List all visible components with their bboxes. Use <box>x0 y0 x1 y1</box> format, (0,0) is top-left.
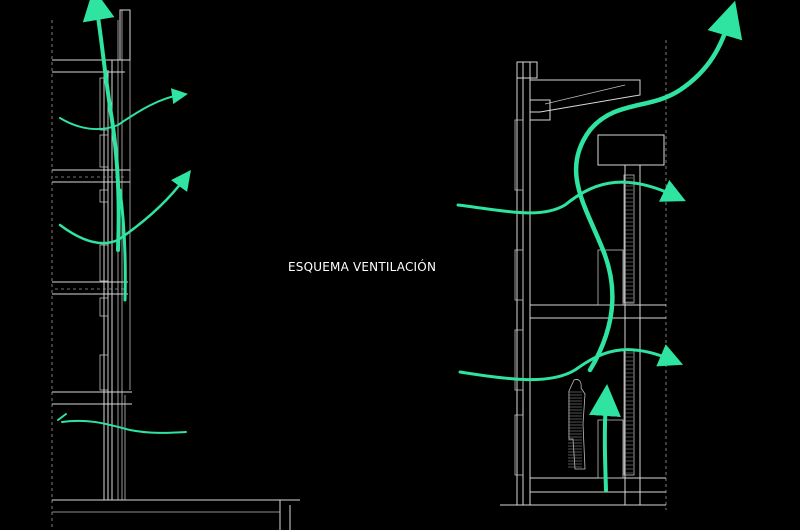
airflow-arrow-stack <box>82 0 121 252</box>
airflow-arrow-updraft <box>588 384 621 492</box>
airflow-arrow-upper-cross <box>456 180 686 215</box>
diagram-title: ESQUEMA VENTILACIÓN <box>288 260 437 274</box>
airflow-arrow-lower-cross <box>458 344 684 382</box>
left-airflow-arrows <box>57 0 191 434</box>
human-figure <box>568 379 586 470</box>
left-building-section <box>51 9 300 530</box>
airflow-arrow-ground-intake <box>61 419 187 434</box>
right-building-section <box>500 40 667 510</box>
right-airflow-arrows <box>456 0 743 492</box>
airflow-arrow-upper-intake <box>59 88 188 131</box>
airflow-arrow-ground-head <box>57 413 67 421</box>
airflow-arrow-middle-intake <box>58 169 191 245</box>
airflow-arrow-lower-stack <box>118 188 127 302</box>
airflow-arrow-chimney <box>573 0 743 373</box>
